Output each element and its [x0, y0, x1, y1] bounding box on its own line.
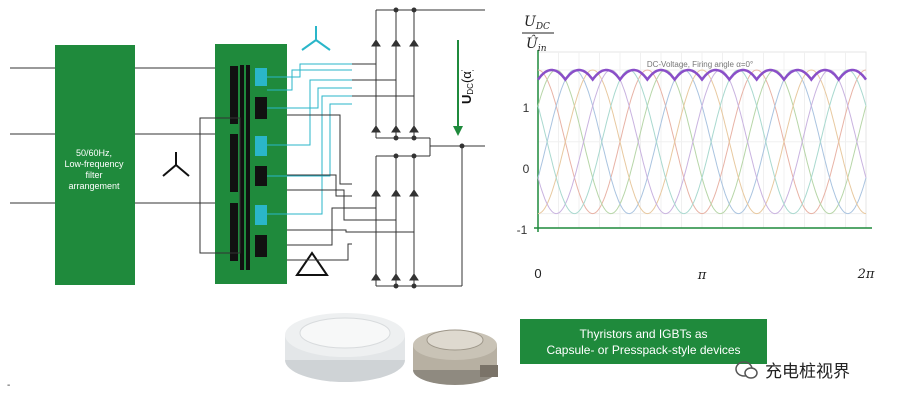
- filter-label-line: filter: [85, 170, 103, 180]
- transformer-core: [199, 65, 267, 270]
- filter-block-label: 50/60Hz, Low-frequency filter arrangemen…: [62, 148, 126, 192]
- input-lines: [10, 67, 215, 204]
- filter-label-line: arrangement: [68, 181, 120, 191]
- badge-line-1: Thyristors and IGBTs as: [579, 326, 708, 341]
- udc-alpha-label: UDC(α): [459, 70, 475, 104]
- capsule-device-large: [285, 313, 405, 382]
- capsule-device-small: [413, 329, 498, 385]
- watermark: 充电桩视界: [735, 357, 850, 382]
- wye-symbol-secondary: [301, 26, 331, 51]
- phase-curve: [537, 69, 867, 215]
- x-tick-pi: π: [697, 268, 707, 283]
- filter-block: [55, 45, 135, 285]
- wechat-icon: [735, 360, 758, 379]
- dc-voltage-chart: DC-Voltage, Firing angle α=0° 1 0 -1 0 π…: [517, 14, 875, 283]
- x-tick-2pi: 2π: [857, 267, 875, 282]
- transformer-block: [215, 44, 287, 284]
- bridge-rectifier-upper: [352, 7, 430, 141]
- devices-caption-badge: Thyristors and IGBTs as Capsule- or Pres…: [520, 319, 767, 364]
- watermark-text: 充电桩视界: [765, 362, 850, 382]
- y-tick-0: 0: [523, 162, 530, 176]
- left-edge-mark: -: [7, 380, 10, 391]
- filter-label-line: 50/60Hz,: [75, 148, 113, 158]
- wye-symbol: [162, 152, 190, 177]
- dc-output: [429, 9, 485, 287]
- badge-line-2: Capsule- or Presspack-style devices: [546, 342, 741, 357]
- bridge-rectifier-lower: [352, 153, 430, 289]
- y-tick-1: 1: [523, 101, 530, 115]
- phase-curve: [537, 69, 867, 215]
- chart-title: DC-Voltage, Firing angle α=0°: [647, 60, 753, 69]
- phase-curve: [537, 69, 867, 215]
- secondary-wires: [267, 63, 352, 261]
- ylabel-numerator: UDC: [524, 14, 550, 32]
- x-tick-0: 0: [534, 266, 541, 281]
- dc-envelope-series: [537, 68, 867, 82]
- phase-curves: [537, 69, 867, 215]
- phase-curve: [537, 69, 867, 215]
- filter-label-line: Low-frequency: [64, 159, 124, 169]
- ylabel-denominator: Ûin: [526, 34, 547, 54]
- svg-text:UDC(α): UDC(α): [459, 70, 475, 104]
- delta-symbol: [295, 251, 329, 276]
- y-tick-neg1: -1: [517, 223, 528, 237]
